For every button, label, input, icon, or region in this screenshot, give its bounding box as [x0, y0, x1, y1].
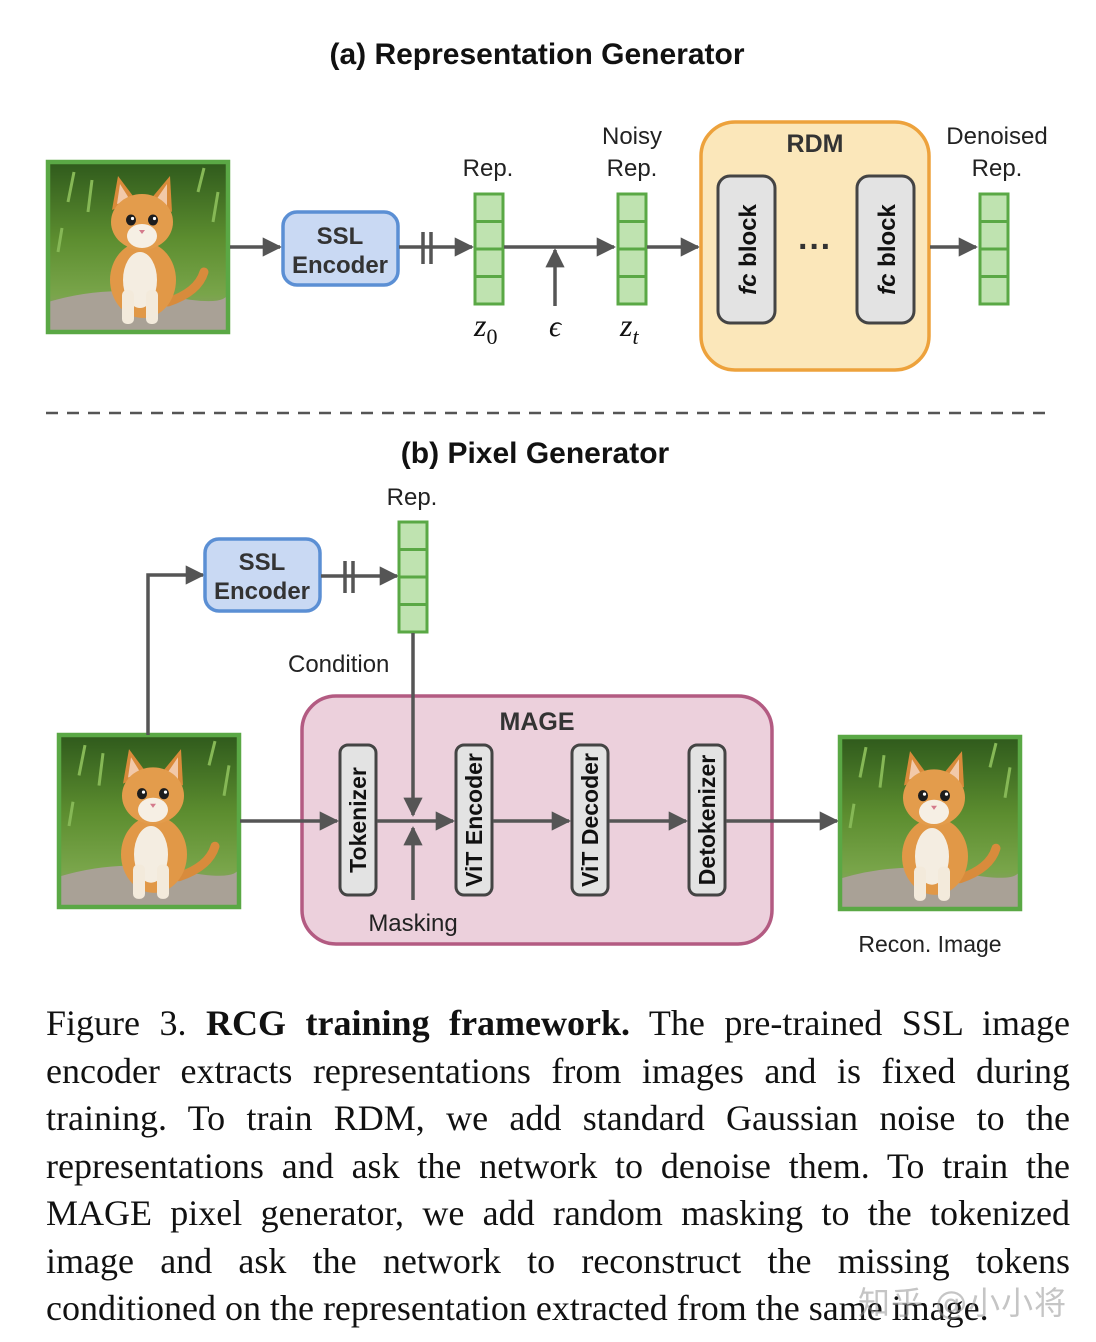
vit-decoder-label: ViT Decoder [577, 753, 603, 887]
fc-block-2-label: fc block [874, 204, 901, 295]
caption-bold: RCG training framework. [206, 1003, 631, 1043]
z0-label: z0 [473, 307, 497, 349]
caption-text: The pre-trained SSL image encoder extrac… [46, 1003, 1070, 1328]
tokenizer-block: Tokenizer [338, 743, 378, 897]
fc-block-2-fc: fc [874, 274, 901, 295]
noisy-rep-label-line2: Rep. [607, 155, 658, 182]
watermark: 知乎 @小小将 [858, 1284, 1068, 1322]
ssl-encoder-a-line2: Encoder [292, 252, 388, 279]
denoised-rep-label-line1: Denoised [946, 123, 1047, 150]
denoised-rep-label-line2: Rep. [972, 155, 1023, 182]
detokenizer-block: Detokenizer [687, 743, 727, 897]
caption-prefix: Figure 3. [46, 1003, 207, 1043]
vit-decoder-block: ViT Decoder [570, 743, 610, 897]
ssl-encoder-b-line2: Encoder [214, 578, 310, 605]
rep-label-b: Rep. [387, 484, 438, 511]
fc-block-1-fc: fc [735, 274, 762, 295]
ssl-encoder-b-line1: SSL [239, 549, 286, 576]
rep-vector-z0 [473, 192, 505, 306]
tokenizer-label: Tokenizer [345, 767, 371, 873]
zt-label: zt [619, 307, 639, 349]
rdm-box: RDM fc block ··· fc block [699, 120, 931, 372]
detokenizer-label: Detokenizer [694, 755, 720, 885]
input-image-a [45, 159, 231, 335]
panel-a-title: (a) Representation Generator [329, 38, 744, 71]
vit-encoder-block: ViT Encoder [454, 743, 494, 897]
recon-image [837, 734, 1023, 912]
recon-image-label: Recon. Image [858, 931, 1001, 957]
fc-block-1-label: fc block [735, 204, 762, 295]
z0-base: z [473, 307, 487, 343]
rdm-ellipsis: ··· [798, 228, 832, 266]
denoised-rep-vector [978, 192, 1010, 306]
noisy-rep-vector-zt [616, 192, 648, 306]
zt-sub: t [632, 324, 639, 349]
ssl-encoder-b: SSL Encoder [203, 537, 322, 613]
rep-vector-b [397, 520, 429, 634]
rdm-title: RDM [787, 130, 844, 158]
fc-block-1: fc block [716, 174, 777, 325]
kitten-image-icon [59, 735, 239, 907]
kitten-image-icon [840, 737, 1020, 909]
fc-block-1-block: block [735, 204, 762, 274]
rep-label-a: Rep. [463, 155, 514, 182]
mage-title: MAGE [500, 708, 575, 736]
ssl-encoder-a: SSL Encoder [281, 210, 400, 287]
z0-sub: 0 [486, 324, 497, 349]
noisy-rep-label-line1: Noisy [602, 123, 662, 150]
ssl-encoder-a-line1: SSL [317, 223, 364, 250]
masking-label: Masking [368, 910, 457, 937]
zt-base: z [619, 307, 633, 343]
rcg-diagram: (a) Representation Generator SSL Encoder… [45, 38, 1052, 957]
vit-encoder-label: ViT Encoder [461, 753, 487, 887]
panel-b-title: (b) Pixel Generator [401, 437, 670, 470]
stop-gradient-icon-b [343, 561, 355, 593]
condition-label: Condition [288, 651, 389, 678]
input-image-b [56, 732, 242, 910]
fc-block-2: fc block [855, 174, 916, 325]
fc-block-2-block: block [874, 204, 901, 274]
stop-gradient-icon-a [421, 232, 433, 264]
kitten-image-icon [48, 162, 228, 332]
figure-caption: Figure 3. RCG training framework. The pr… [46, 1000, 1070, 1333]
epsilon-label: ϵ [549, 310, 563, 343]
